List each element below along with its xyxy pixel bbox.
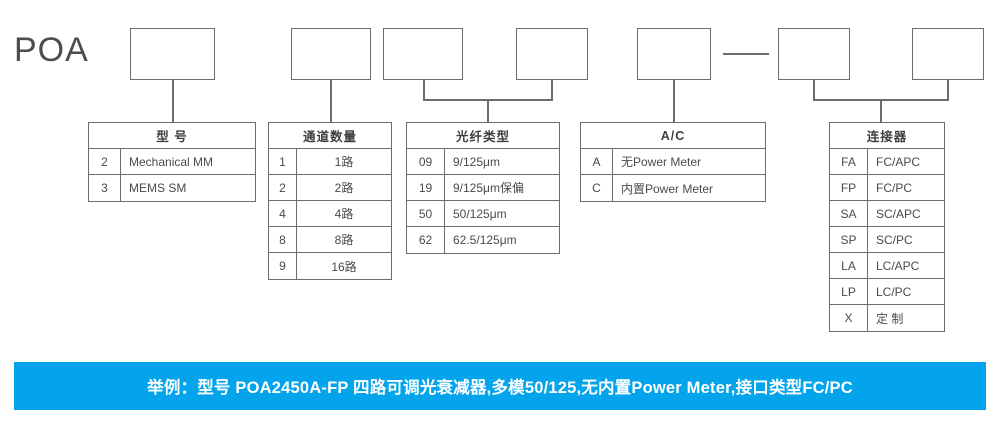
table-row[interactable]: LA LC/APC — [830, 253, 944, 279]
cell-desc: FC/APC — [876, 154, 921, 169]
cell-desc: MEMS SM — [129, 181, 187, 195]
example-banner-text: 举例：型号 POA2450A-FP 四路可调光衰减器,多模50/125,无内置P… — [147, 379, 853, 397]
cell-code: 8 — [269, 227, 297, 252]
cell-code: 09 — [407, 149, 445, 174]
cell-code: 9 — [269, 253, 297, 279]
cell-desc: 内置Power Meter — [621, 181, 714, 196]
cell-desc: SC/PC — [876, 232, 913, 247]
table-row[interactable]: SP SC/PC — [830, 227, 944, 253]
table-row[interactable]: SA SC/APC — [830, 201, 944, 227]
cell-code: X — [830, 305, 868, 331]
table-row[interactable]: 50 50/125μm — [407, 201, 559, 227]
legend-title-ac: A/C — [581, 123, 765, 149]
code-box-7[interactable] — [912, 28, 984, 80]
table-row[interactable]: FP FC/PC — [830, 175, 944, 201]
legend-title-model: 型 号 — [89, 123, 255, 149]
cell-code: FA — [830, 149, 868, 174]
connector-line-fiber-right — [551, 80, 553, 100]
cell-code: SP — [830, 227, 868, 252]
cell-desc: LC/PC — [876, 284, 912, 299]
cell-desc: 2路 — [334, 181, 354, 195]
cell-code: 19 — [407, 175, 445, 200]
cell-desc: Mechanical MM — [129, 154, 214, 169]
cell-code: 2 — [89, 149, 121, 174]
table-row[interactable]: 2 Mechanical MM — [89, 149, 255, 175]
connector-line-conn-left — [813, 80, 815, 100]
cell-code: FP — [830, 175, 868, 200]
table-row[interactable]: FA FC/APC — [830, 149, 944, 175]
table-row[interactable]: 9 16路 — [269, 253, 391, 279]
cell-code: 50 — [407, 201, 445, 226]
cell-desc: LC/APC — [876, 258, 920, 273]
cell-desc: 8路 — [334, 233, 354, 247]
cell-desc: 无Power Meter — [621, 155, 702, 169]
legend-title-channels: 通道数量 — [269, 123, 391, 149]
cell-desc: 62.5/125μm — [453, 233, 517, 247]
table-row[interactable]: 62 62.5/125μm — [407, 227, 559, 253]
legend-table-model: 型 号 2 Mechanical MM 3 MEMS SM — [88, 122, 256, 202]
cell-code: SA — [830, 201, 868, 226]
code-box-6[interactable] — [778, 28, 850, 80]
legend-table-ac: A/C A 无Power Meter C 内置Power Meter — [580, 122, 766, 202]
code-box-4[interactable] — [516, 28, 588, 80]
cell-code: 62 — [407, 227, 445, 253]
connector-line-conn-stem — [880, 99, 882, 122]
cell-code: LA — [830, 253, 868, 278]
cell-code: 2 — [269, 175, 297, 200]
code-box-2[interactable] — [291, 28, 371, 80]
separator-dash — [723, 53, 769, 55]
cell-desc: FC/PC — [876, 180, 912, 195]
legend-table-connector: 连接器 FA FC/APC FP FC/PC SA SC/APC SP SC/P… — [829, 122, 945, 332]
connector-line-channels — [330, 80, 332, 122]
cell-desc: 9/125μm — [453, 154, 500, 169]
cell-desc: 16路 — [331, 259, 357, 274]
cell-code: A — [581, 149, 613, 174]
table-row[interactable]: C 内置Power Meter — [581, 175, 765, 201]
cell-code: 4 — [269, 201, 297, 226]
cell-code: LP — [830, 279, 868, 304]
cell-desc: 4路 — [334, 207, 354, 221]
connector-line-fiber-left — [423, 80, 425, 100]
legend-table-fiber: 光纤类型 09 9/125μm 19 9/125μm保偏 50 50/125μm… — [406, 122, 560, 254]
code-box-5[interactable] — [637, 28, 711, 80]
brand-prefix: POA — [14, 31, 89, 69]
legend-table-channels: 通道数量 1 1路 2 2路 4 4路 8 8路 9 16路 — [268, 122, 392, 280]
connector-line-conn-right — [947, 80, 949, 100]
cell-desc: 定 制 — [876, 311, 904, 326]
cell-code: C — [581, 175, 613, 201]
code-box-1[interactable] — [130, 28, 215, 80]
table-row[interactable]: 8 8路 — [269, 227, 391, 253]
connector-line-ac — [673, 80, 675, 122]
table-row[interactable]: 2 2路 — [269, 175, 391, 201]
table-row[interactable]: 19 9/125μm保偏 — [407, 175, 559, 201]
connector-line-model — [172, 80, 174, 122]
table-row[interactable]: A 无Power Meter — [581, 149, 765, 175]
cell-desc: 1路 — [334, 155, 354, 169]
cell-code: 3 — [89, 175, 121, 201]
legend-title-fiber: 光纤类型 — [407, 123, 559, 149]
table-row[interactable]: 4 4路 — [269, 201, 391, 227]
table-row[interactable]: X 定 制 — [830, 305, 944, 331]
connector-line-fiber-stem — [487, 99, 489, 122]
legend-title-connector: 连接器 — [830, 123, 944, 149]
table-row[interactable]: 09 9/125μm — [407, 149, 559, 175]
cell-desc: SC/APC — [876, 206, 921, 221]
cell-code: 1 — [269, 149, 297, 174]
example-banner: 举例：型号 POA2450A-FP 四路可调光衰减器,多模50/125,无内置P… — [14, 362, 986, 410]
table-row[interactable]: 1 1路 — [269, 149, 391, 175]
cell-desc: 50/125μm — [453, 206, 507, 221]
cell-desc: 9/125μm保偏 — [453, 181, 524, 195]
table-row[interactable]: LP LC/PC — [830, 279, 944, 305]
table-row[interactable]: 3 MEMS SM — [89, 175, 255, 201]
code-box-3[interactable] — [383, 28, 463, 80]
